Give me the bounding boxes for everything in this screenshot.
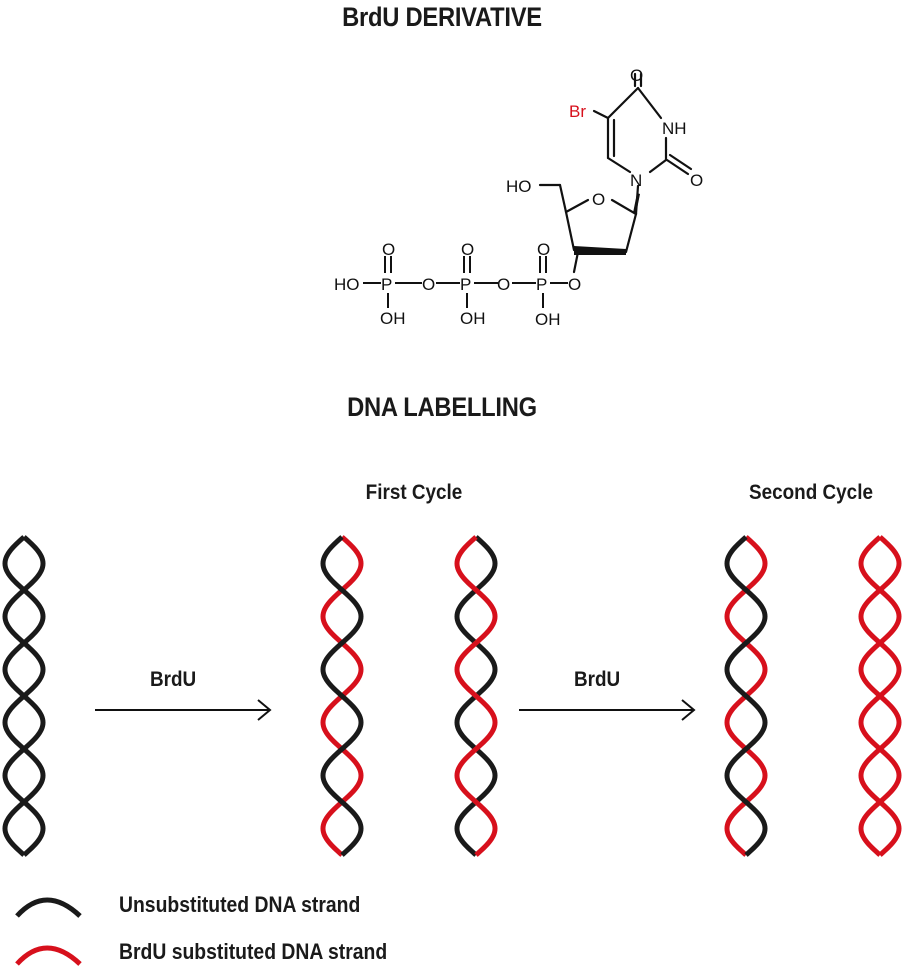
atom-ho-terminal: HO <box>334 275 360 294</box>
arrow-label-1: BrdU <box>150 668 197 691</box>
brdu-structure: O NH O N Br O HO O HO P O P O P O O O OH… <box>334 66 703 329</box>
atom-oh-p1: OH <box>380 309 406 328</box>
atom-o-p1: O <box>382 240 395 259</box>
atom-o-bridge-2: O <box>497 275 510 294</box>
legend-swatch-substituted <box>15 945 82 966</box>
arrow-label-2: BrdU <box>574 668 621 691</box>
atom-ho-sugar: HO <box>506 177 532 196</box>
reaction-arrow-1 <box>95 699 272 721</box>
atom-oh-p2: OH <box>460 309 486 328</box>
legend-unsubstituted: Unsubstituted DNA strand <box>119 892 361 917</box>
atom-p1: P <box>381 275 392 294</box>
atom-o-top: O <box>630 66 643 85</box>
atom-br: Br <box>569 102 586 121</box>
atom-o-bridge-1: O <box>422 275 435 294</box>
atom-o-3prime: O <box>568 275 581 294</box>
first-cycle-label: First Cycle <box>365 481 463 504</box>
atom-o-p2: O <box>461 240 474 259</box>
atom-o-p3: O <box>537 240 550 259</box>
atom-p2: P <box>460 275 471 294</box>
dna-strand-b <box>858 535 902 857</box>
dna-strand-b <box>2 535 46 857</box>
molecule-title: BrdU DERIVATIVE <box>342 2 542 32</box>
labelling-title: DNA LABELLING <box>347 392 537 422</box>
legend-swatch-unsubstituted <box>15 897 82 918</box>
dna-strand-b <box>454 535 498 857</box>
dna-strand-b <box>724 535 768 857</box>
dna-helix-first-cycle-2 <box>454 535 498 857</box>
reaction-arrow-2 <box>519 699 696 721</box>
second-cycle-label: Second Cycle <box>749 481 873 504</box>
legend-substituted: BrdU substituted DNA strand <box>119 939 388 964</box>
dna-helix-second-cycle-2 <box>858 535 902 857</box>
atom-n: N <box>630 171 642 190</box>
atom-p3: P <box>536 275 547 294</box>
dna-strand-b <box>320 535 364 857</box>
atom-oh-p3: OH <box>535 310 561 329</box>
dna-helix-first-cycle-1 <box>320 535 364 857</box>
atom-o-right: O <box>690 171 703 190</box>
atom-o-sugar: O <box>592 190 605 209</box>
atom-nh: NH <box>662 119 687 138</box>
dna-helix-second-cycle-1 <box>724 535 768 857</box>
dna-helix-parental <box>2 535 46 857</box>
